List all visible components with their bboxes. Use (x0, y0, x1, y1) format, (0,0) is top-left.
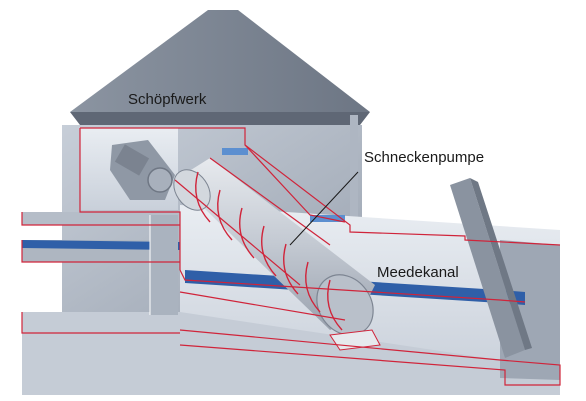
pump-leader-line (289, 171, 359, 246)
pump-motor (110, 140, 175, 200)
screw-pump (173, 158, 381, 351)
label-building: Schöpfwerk (128, 91, 207, 108)
building-roof (70, 10, 370, 125)
gate-flap (450, 178, 532, 358)
label-pump: Schneckenpumpe (364, 149, 484, 166)
section-outline (21, 127, 561, 386)
label-canal: Meedekanal (377, 264, 459, 281)
